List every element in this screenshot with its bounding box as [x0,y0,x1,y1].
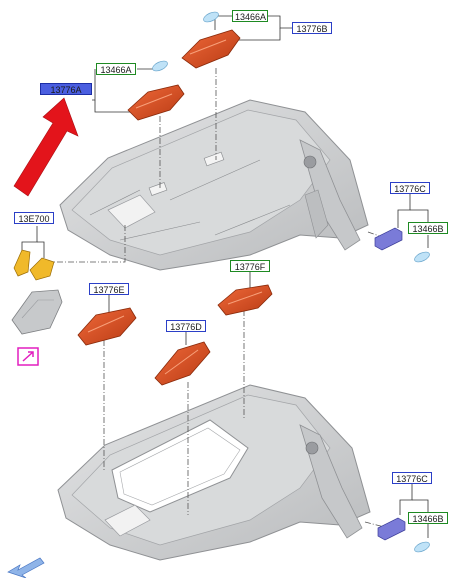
lamp-13776e[interactable] [77,307,137,346]
bulb-13466a-top [203,11,219,23]
bulb-13466a-left [152,60,168,72]
label-13466b-top[interactable]: 13466B [408,222,448,234]
back-arrow-icon[interactable] [7,557,45,578]
label-13776d[interactable]: 13776D [166,320,206,332]
bracket-13776c-bottom[interactable] [377,517,406,541]
label-13776a-selected[interactable]: 13776A [40,83,92,95]
lamp-13776f[interactable] [217,284,273,316]
label-13466a-top[interactable]: 13466A [232,10,268,22]
bulb-13466b-top [414,251,430,263]
label-13466a-left[interactable]: 13466A [96,63,136,75]
label-13466b-bottom[interactable]: 13466B [408,512,448,524]
headliner-bottom [57,384,371,561]
bulbs [152,11,430,553]
external-link-icon[interactable] [17,347,39,366]
bracket-13776c-top[interactable] [374,227,403,251]
label-13e700[interactable]: 13E700 [14,212,54,224]
lamp-13776a[interactable] [127,84,185,121]
label-13776c-top[interactable]: 13776C [390,182,430,194]
headliner-top [59,99,369,271]
label-13776b[interactable]: 13776B [292,22,332,34]
label-13776c-bottom[interactable]: 13776C [392,472,432,484]
red-pointer-arrow-icon [13,97,79,197]
callout-lines [21,15,429,538]
bulb-13466b-bottom [414,541,430,553]
label-13776f[interactable]: 13776F [230,260,270,272]
label-13776e[interactable]: 13776E [89,283,129,295]
module-13e700-parts[interactable] [11,249,63,335]
lamp-13776d[interactable] [154,341,211,386]
lamp-13776b[interactable] [181,29,241,69]
